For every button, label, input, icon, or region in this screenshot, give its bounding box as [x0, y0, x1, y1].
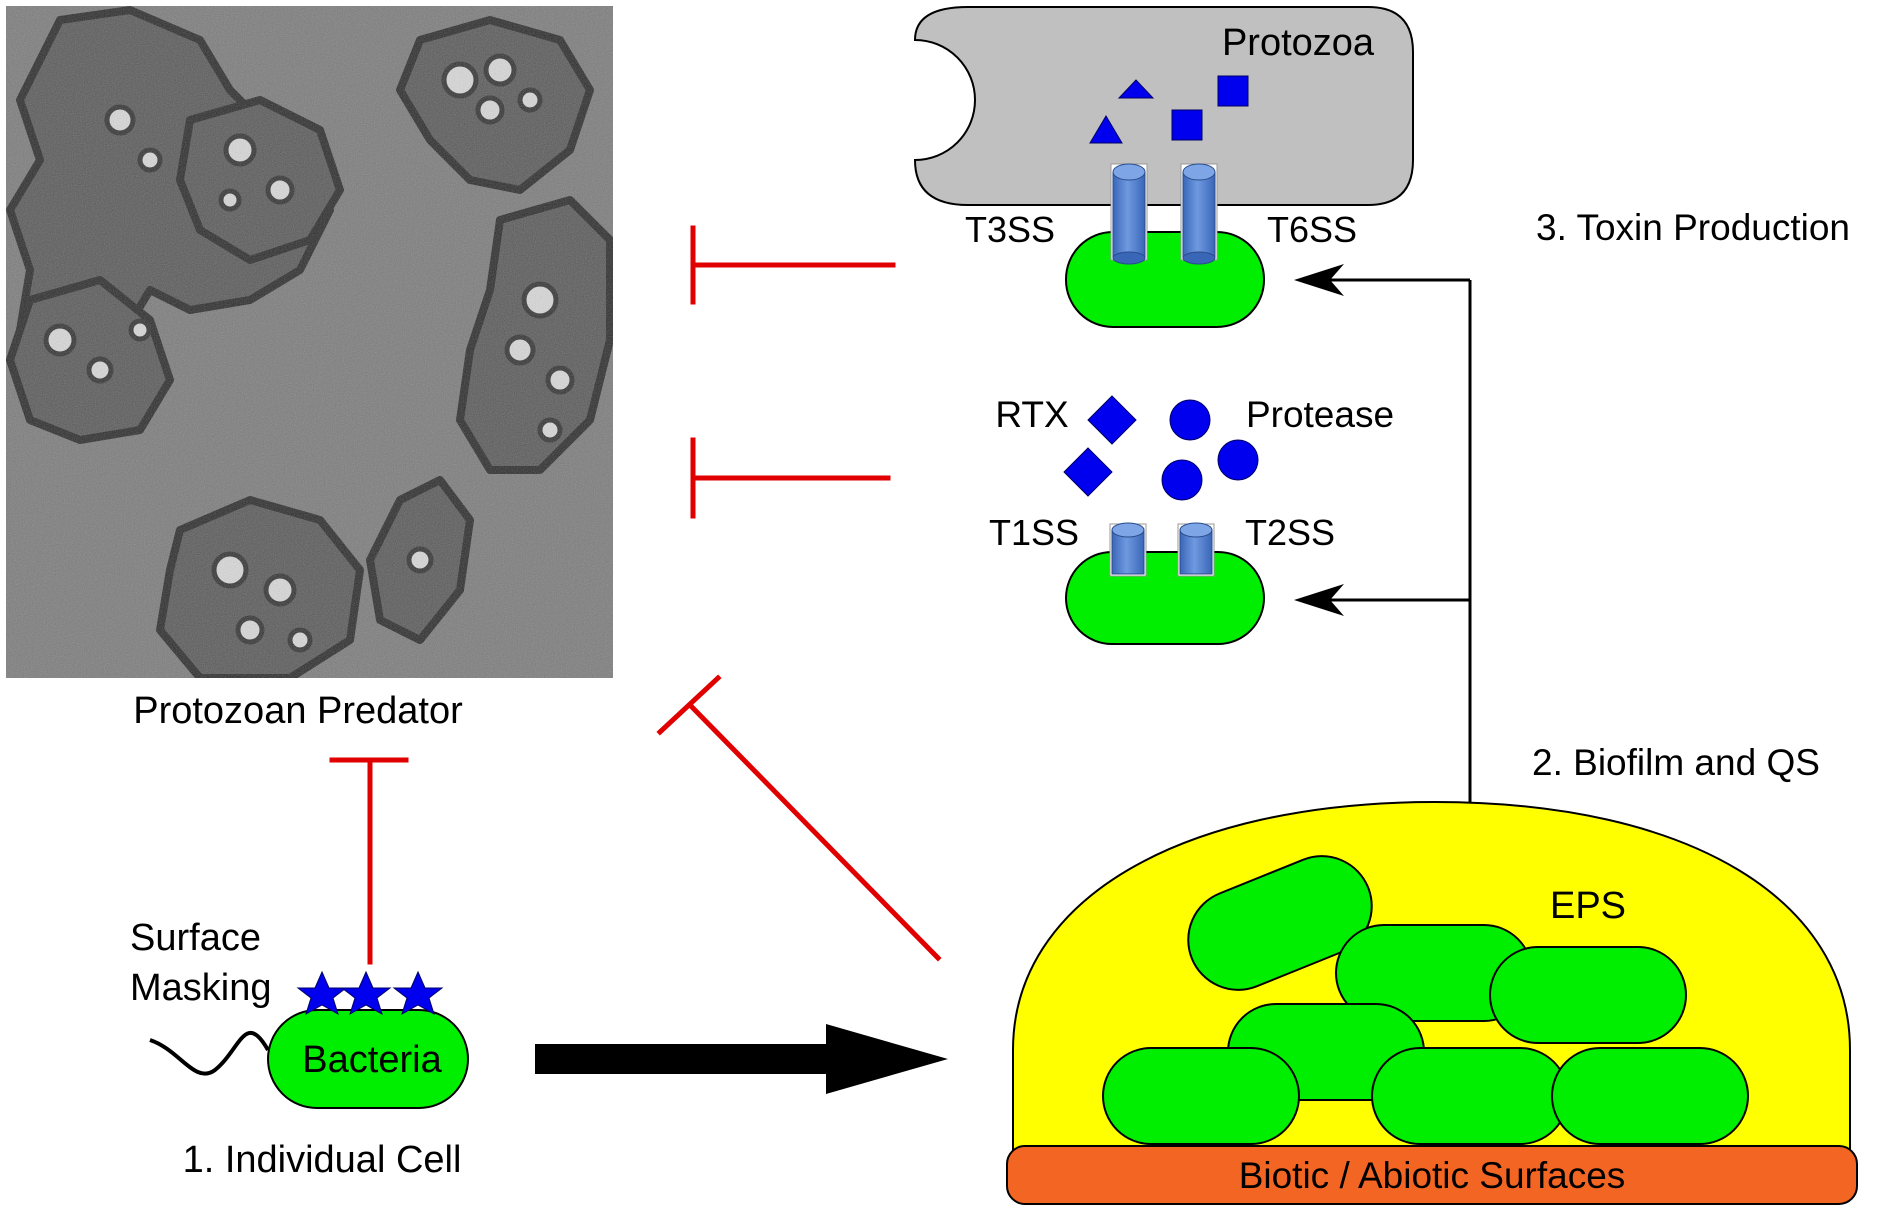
transition-arrow — [535, 1024, 948, 1094]
protease-label: Protease — [1246, 394, 1394, 435]
rtx-label: RTX — [995, 394, 1068, 435]
protozoa-cell — [913, 6, 1414, 206]
protease-circle — [1217, 439, 1259, 481]
biofilm-qs-label: 2. Biofilm and QS — [1532, 742, 1820, 783]
t1ss-label: T1SS — [989, 512, 1079, 553]
rtx-diamond — [1087, 395, 1137, 445]
surface-label: Biotic / Abiotic Surfaces — [1239, 1155, 1626, 1196]
t6ss-label: T6SS — [1267, 209, 1357, 250]
rtx-toxins — [1063, 395, 1137, 497]
inhibition-surface-masking — [329, 757, 409, 965]
biofilm-bacterium — [1489, 946, 1687, 1044]
biofilm-bacterium — [1371, 1047, 1569, 1145]
secretion-system-t3ss — [1110, 163, 1148, 265]
biofilm-bacterium — [1102, 1047, 1300, 1145]
individual-bacterium — [267, 1009, 469, 1109]
bacteria-label: Bacteria — [302, 1039, 442, 1081]
protease-circle — [1161, 459, 1203, 501]
flagellum — [149, 1031, 270, 1076]
arrow-head-to-toxin-bacterium — [1294, 264, 1344, 296]
inhibition-toxin-production — [690, 225, 896, 305]
masking-star-icon — [296, 970, 348, 1016]
surface-masking-stars — [296, 970, 444, 1016]
masking-star-icon — [392, 970, 444, 1016]
biofilm-bacteria — [1102, 855, 1749, 1145]
biofilm-bacterium — [1187, 855, 1373, 991]
protease-molecules — [1161, 399, 1259, 501]
surface-masking-label-line1: Surface — [130, 917, 261, 959]
toxin-production-label: 3. Toxin Production — [1536, 207, 1850, 248]
surface-bar — [1006, 1145, 1858, 1205]
inhibition-markers — [329, 225, 942, 965]
protozoan-predator-caption: Protozoan Predator — [133, 690, 463, 732]
effector-square — [1217, 75, 1249, 107]
arrow-head-to-secretion-bacterium — [1294, 584, 1344, 616]
secretion-system-t2ss — [1177, 522, 1215, 577]
inhibition-biofilm — [656, 674, 942, 962]
secretion-system-t6ss — [1180, 163, 1218, 265]
effector-triangle — [1117, 79, 1155, 99]
secretion-system-t1ss — [1109, 522, 1147, 577]
bacterium-toxin-t1ss-t2ss — [1065, 551, 1265, 645]
masking-star-icon — [340, 970, 392, 1016]
protozoan-micrograph — [6, 6, 613, 678]
t3ss-label: T3SS — [965, 209, 1055, 250]
bacterium-toxin-t3ss-t6ss — [1065, 231, 1265, 328]
surface-masking-label-line2: Masking — [130, 967, 272, 1009]
biofilm-bacterium — [1551, 1047, 1749, 1145]
protozoa-label: Protozoa — [1222, 22, 1375, 64]
t2ss-label: T2SS — [1245, 512, 1335, 553]
protease-circle — [1169, 399, 1211, 441]
effector-square — [1171, 109, 1203, 141]
rtx-diamond — [1063, 447, 1113, 497]
inhibition-secreted-toxins — [690, 437, 891, 519]
effector-triangle — [1089, 115, 1123, 144]
toxin-effectors — [1089, 75, 1249, 144]
individual-cell-label: 1. Individual Cell — [183, 1139, 462, 1181]
eps-label: EPS — [1550, 885, 1626, 927]
